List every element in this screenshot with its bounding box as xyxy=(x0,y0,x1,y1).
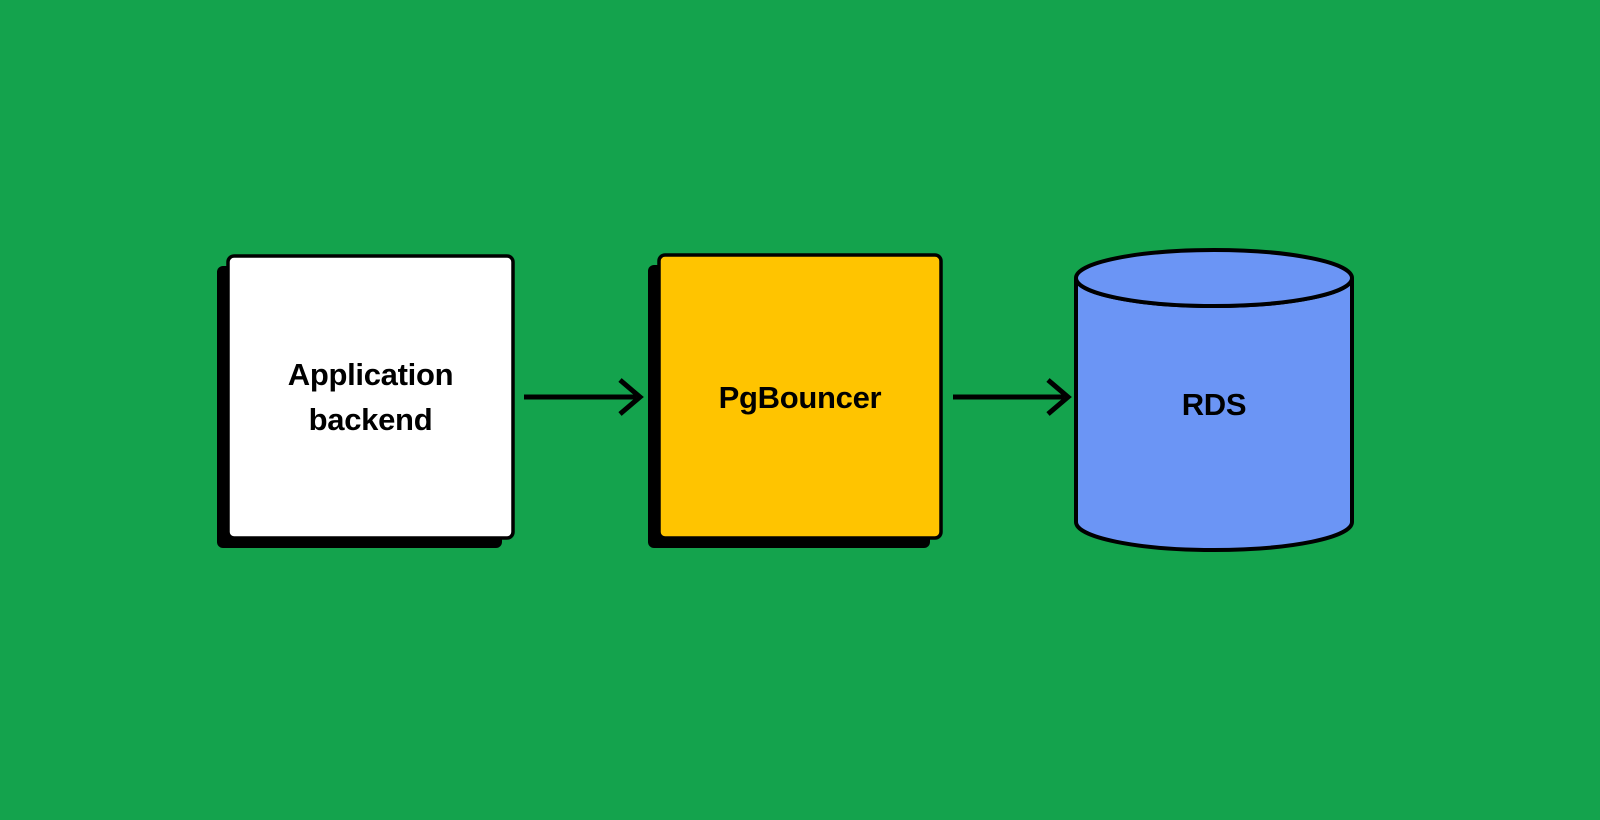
pgbouncer-box[interactable] xyxy=(657,253,943,540)
node-application-backend[interactable]: Application backend xyxy=(217,254,515,548)
rds-cylinder-top xyxy=(1074,248,1354,308)
arrow-head-chevron xyxy=(618,378,644,416)
connector-pgbouncer-to-rds-arrow-icon xyxy=(953,378,1072,416)
connector-backend-to-pgbouncer-arrow-icon xyxy=(524,378,644,416)
arrow-head-chevron xyxy=(1046,378,1072,416)
rds-label: RDS xyxy=(1182,387,1247,422)
node-pgbouncer[interactable]: PgBouncer xyxy=(648,253,943,548)
pgbouncer-label: PgBouncer xyxy=(719,380,882,415)
application-backend-box[interactable] xyxy=(226,254,515,540)
application-backend-label-line2: backend xyxy=(309,402,433,437)
application-backend-label-line1: Application xyxy=(288,357,453,392)
node-rds[interactable]: RDS xyxy=(1074,248,1354,552)
